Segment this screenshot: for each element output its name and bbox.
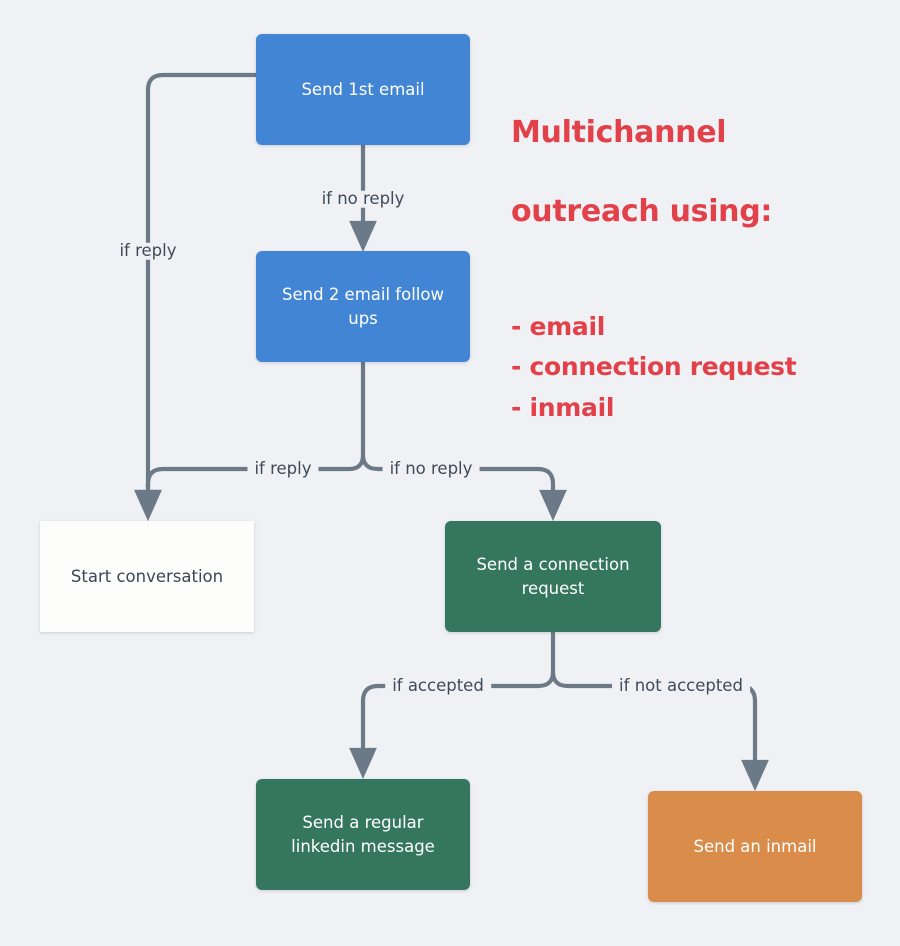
annotation-heading-line2: outreach using: [511, 193, 773, 229]
node-send-connection-request[interactable]: Send a connection request [445, 521, 661, 632]
annotation-channel-list: - email - connection request - inmail [511, 307, 797, 429]
node-send-an-inmail[interactable]: Send an inmail [648, 791, 862, 902]
node-label-send-an-inmail: Send an inmail [693, 836, 817, 856]
node-send-1st-email[interactable]: Send 1st email [256, 34, 470, 145]
node-label-send-regular-linkedin-message: Send a regular linkedin message [291, 812, 435, 856]
edge-label-if-reply-top: if reply [112, 242, 184, 260]
node-label-send-1st-email: Send 1st email [301, 79, 425, 99]
edge-path-connection-stem [349, 629, 556, 779]
annotation-channel-email: - email [511, 311, 605, 341]
annotation-channel-connection-request: - connection request [511, 352, 797, 382]
node-label-start-conversation: Start conversation [70, 566, 224, 586]
edge-path-second-stem [134, 359, 366, 521]
node-label-send-2-email-follow-ups: Send 2 email follow ups [282, 284, 444, 328]
edge-label-if-reply-second: if reply [247, 460, 319, 478]
node-label-send-connection-request: Send a connection request [476, 554, 630, 598]
node-start-conversation[interactable]: Start conversation [40, 521, 254, 632]
annotation-block: Multichannel outreach using: - email - c… [511, 73, 797, 429]
annotation-heading: Multichannel outreach using: [511, 73, 796, 271]
node-send-2-email-follow-ups[interactable]: Send 2 email follow ups [256, 251, 470, 362]
edge-label-if-no-reply-second: if no reply [382, 460, 480, 478]
annotation-channel-inmail: - inmail [511, 392, 615, 422]
node-send-regular-linkedin-message[interactable]: Send a regular linkedin message [256, 779, 470, 890]
edge-label-if-not-accepted: if not accepted [612, 677, 750, 695]
annotation-heading-line1: Multichannel [511, 114, 727, 150]
edge-label-if-accepted: if accepted [385, 677, 491, 695]
edge-path-if-reply-top [134, 72, 259, 521]
edge-label-if-no-reply-top: if no reply [314, 190, 412, 208]
